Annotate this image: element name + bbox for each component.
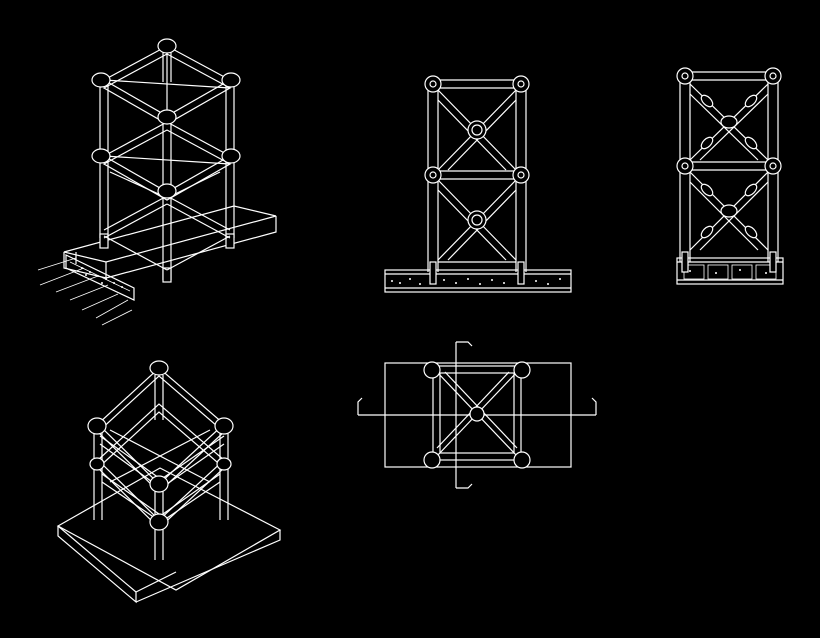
rebar-group [37, 257, 133, 326]
front-elevation-x-brace [384, 75, 572, 293]
plan-view-section-arrows [357, 341, 597, 489]
joint-nodes [91, 38, 241, 199]
side-elevation-x-brace [676, 67, 784, 285]
isometric-frame-on-footing [37, 38, 277, 326]
columns [99, 50, 235, 283]
footing-blocks [683, 264, 777, 280]
base-slab [56, 467, 282, 604]
elevation-footing [384, 269, 572, 293]
concrete-hatch [391, 278, 561, 285]
brace-ellipses [700, 94, 758, 239]
concrete-hatch [81, 267, 123, 288]
footing-slab [63, 205, 277, 279]
footing-section [37, 254, 135, 326]
isometric-frame-from-below [56, 360, 282, 604]
diagonal-braces [103, 171, 231, 271]
